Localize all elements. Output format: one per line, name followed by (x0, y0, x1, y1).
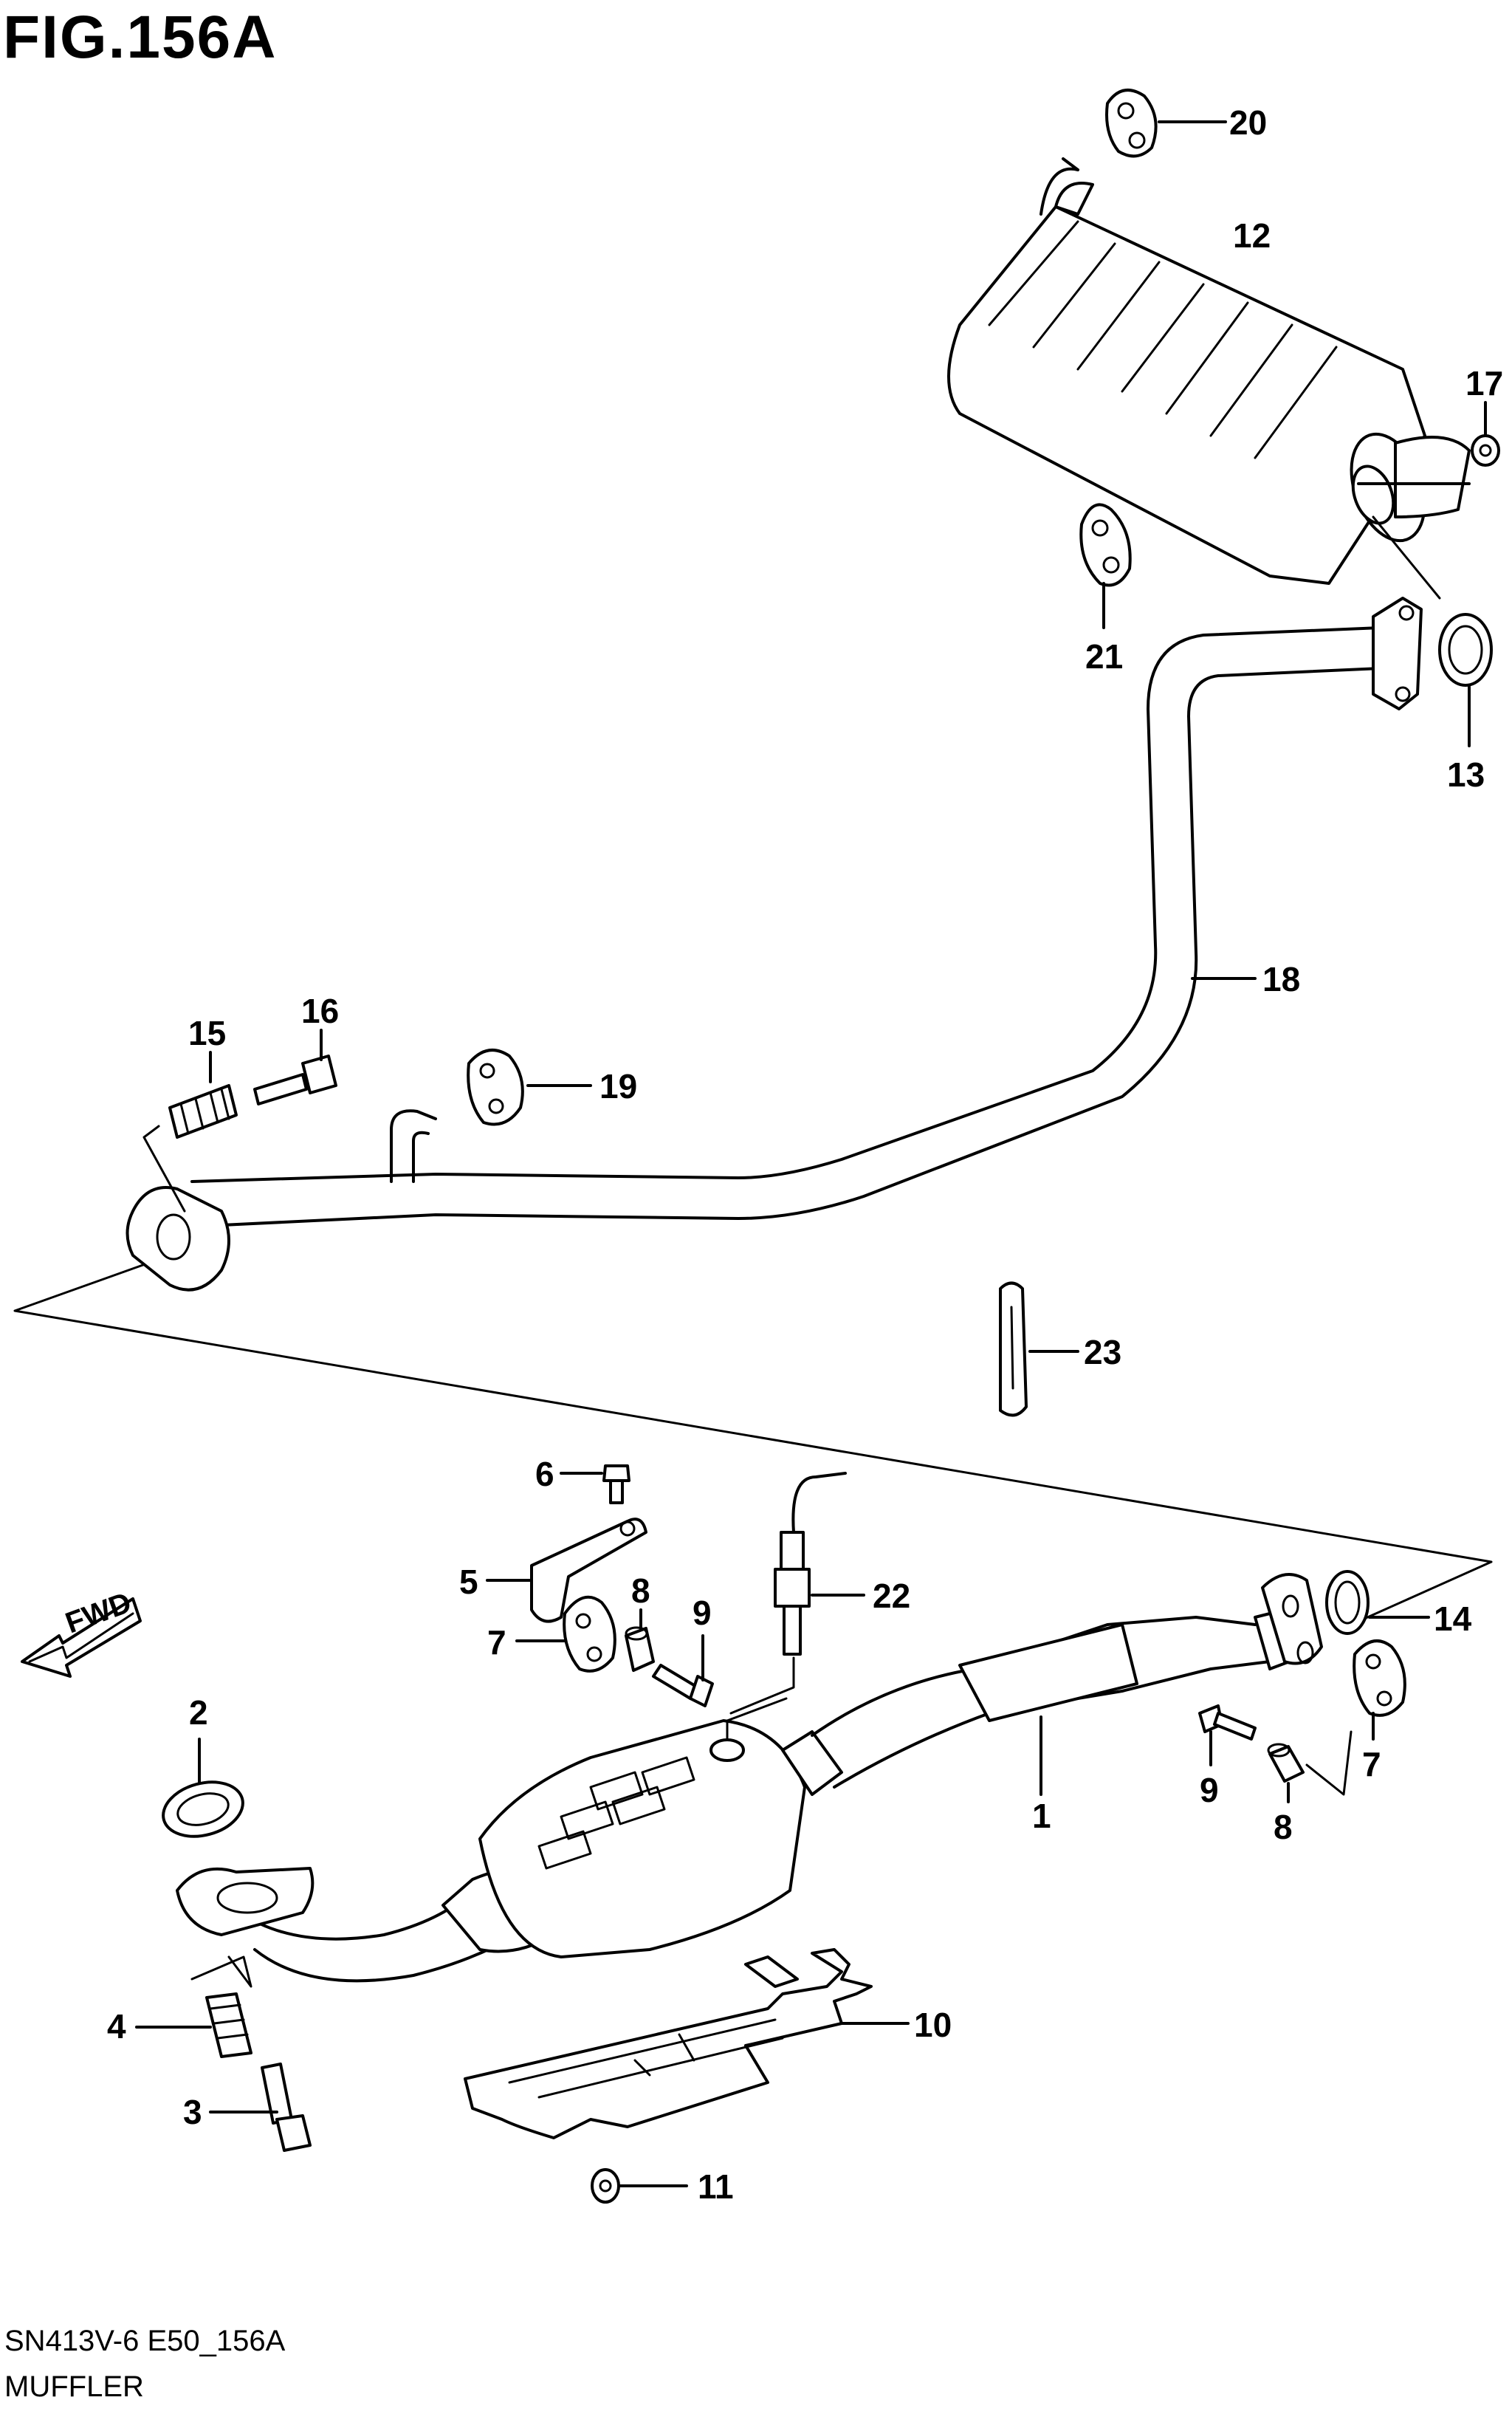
bolt-part-6[interactable] (602, 1464, 630, 1504)
callout-3: 3 (183, 2093, 202, 2131)
diagram-name: MUFFLER (4, 2370, 144, 2403)
callout-10: 10 (914, 2006, 952, 2044)
callout-21: 21 (1085, 637, 1123, 676)
callout-8-front: 8 (631, 1571, 650, 1610)
leader-line (1372, 515, 1441, 600)
gasket-part-13[interactable] (1438, 613, 1493, 687)
callout-13: 13 (1447, 755, 1485, 794)
callout-8-rear: 8 (1274, 1808, 1293, 1846)
callout-15: 15 (188, 1014, 226, 1052)
diagram-code: SN413V-6 E50_156A (4, 2325, 286, 2357)
leader-line (726, 1697, 788, 1741)
center-pipe-part-18[interactable] (126, 597, 1423, 1292)
callout-16: 16 (301, 992, 339, 1030)
gasket-part-14[interactable] (1325, 1570, 1370, 1635)
callout-7-front: 7 (487, 1623, 506, 1662)
divider-line (13, 1254, 1493, 1626)
callout-7-rear: 7 (1362, 1745, 1381, 1783)
callout-9-rear: 9 (1200, 1771, 1219, 1809)
hanger-part-21[interactable] (1079, 503, 1132, 587)
collar-part-8-front[interactable] (625, 1626, 655, 1672)
callout-19: 19 (599, 1067, 637, 1105)
leader-line (190, 1955, 252, 1988)
callout-22: 22 (873, 1577, 910, 1615)
gasket-part-2[interactable] (157, 1774, 249, 1845)
leader-line (142, 1125, 186, 1213)
muffler-part-12[interactable] (947, 157, 1471, 585)
callout-11: 11 (698, 2167, 734, 2206)
callout-5: 5 (459, 1563, 478, 1601)
forward-arrow-icon (21, 1597, 142, 1678)
callout-17: 17 (1465, 364, 1503, 402)
hanger-part-19[interactable] (467, 1049, 524, 1126)
bolt-part-3[interactable] (261, 2063, 312, 2152)
callout-20: 20 (1229, 103, 1267, 142)
leader-line (1305, 1730, 1353, 1796)
callout-2: 2 (189, 1693, 208, 1732)
spring-part-4[interactable] (205, 1992, 252, 2058)
nut-part-17[interactable] (1471, 434, 1500, 467)
callout-14: 14 (1434, 1600, 1472, 1638)
nut-part-11[interactable] (591, 2168, 620, 2204)
bolt-part-9-front[interactable] (652, 1664, 714, 1707)
callout-23: 23 (1084, 1333, 1121, 1371)
callout-18: 18 (1262, 960, 1300, 998)
bolt-part-16[interactable] (253, 1055, 337, 1105)
hanger-part-7-rear[interactable] (1353, 1639, 1406, 1717)
figure-title: FIG.156A (3, 4, 278, 71)
leader-line (729, 1656, 795, 1715)
hanger-part-20[interactable] (1105, 89, 1158, 158)
callout-1: 1 (1032, 1797, 1051, 1835)
bolt-part-9-rear[interactable] (1198, 1704, 1257, 1741)
spring-part-15[interactable] (168, 1084, 238, 1139)
oxygen-sensor-part-22[interactable] (774, 1472, 847, 1656)
collar-part-8-rear[interactable] (1267, 1743, 1305, 1783)
callout-6: 6 (535, 1455, 554, 1493)
heat-shield-part-10[interactable] (464, 1948, 873, 2139)
callout-12: 12 (1233, 216, 1271, 255)
bracket-part-5[interactable] (530, 1518, 647, 1623)
bracket-part-23[interactable] (999, 1281, 1028, 1417)
callout-4: 4 (107, 2007, 126, 2046)
hanger-part-7-front[interactable] (563, 1595, 616, 1673)
callout-9-front: 9 (693, 1594, 712, 1632)
exhaust-pipe-part-1[interactable] (176, 1573, 1323, 1983)
